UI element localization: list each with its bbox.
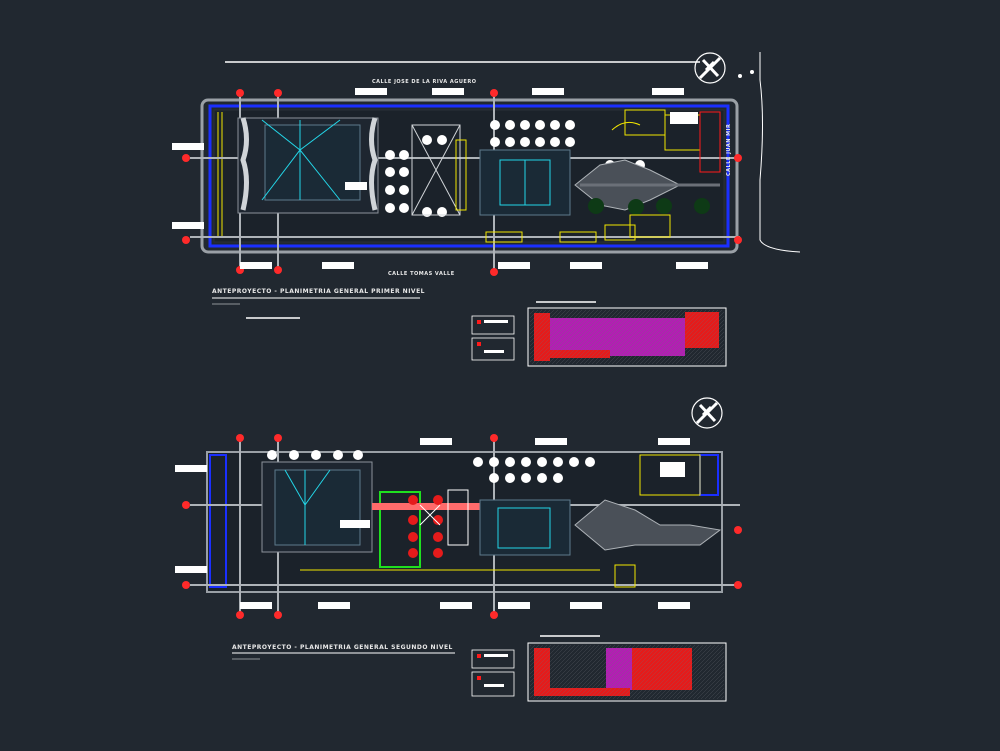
- left-wing: [237, 117, 379, 214]
- central-structure: [411, 124, 467, 216]
- axis-markers: [182, 89, 742, 276]
- street-label-bottom: CALLE TOMAS VALLE: [388, 271, 455, 277]
- key-plan-first-level: [471, 301, 727, 367]
- north-arrow-icon: [691, 397, 723, 429]
- key-plan-second-level: [471, 635, 727, 702]
- street-label-right: CALLE JUAN MIR: [726, 123, 732, 176]
- right-wing-court: [479, 149, 571, 216]
- plan2-title: ANTEPROYECTO - PLANIMETRIA GENERAL SEGUN…: [232, 644, 453, 651]
- plan-first-level: [172, 52, 801, 319]
- annotation-boxes: [172, 88, 708, 269]
- label-box: [670, 112, 698, 124]
- plan1-title: ANTEPROYECTO - PLANIMETRIA GENERAL PRIME…: [212, 288, 426, 295]
- street-label-top: CALLE JOSE DE LA RIVA AGUERO: [372, 79, 477, 85]
- plan-second-level: [175, 397, 742, 660]
- benches: [485, 224, 636, 243]
- courtyard: [574, 159, 720, 215]
- blue-wall-outline: [208, 104, 730, 248]
- north-arrow-icon: [694, 52, 754, 84]
- yellow-wall: [217, 112, 223, 238]
- building-outline: [200, 98, 739, 254]
- tables-group: [385, 120, 645, 217]
- service-rooms: [611, 109, 721, 238]
- street-curve: [759, 52, 801, 253]
